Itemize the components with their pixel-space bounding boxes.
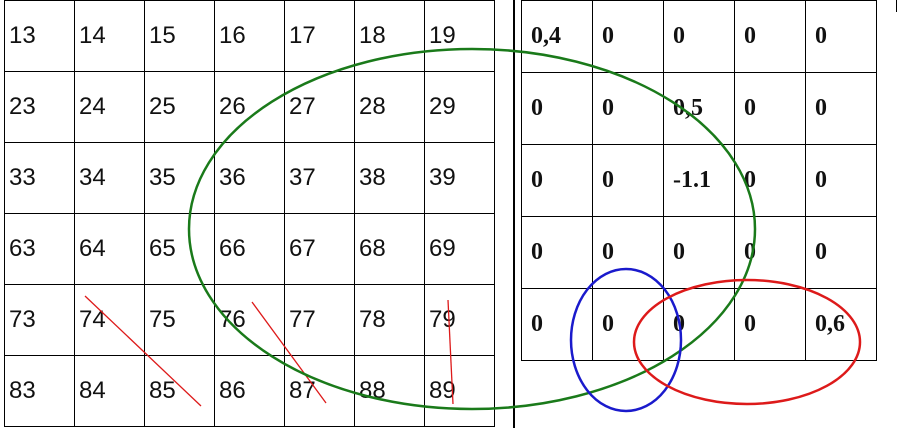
right-table-cell: 0 (734, 72, 806, 145)
right-table-cell: 0 (663, 288, 735, 361)
left-table-cell: 29 (424, 71, 495, 143)
vertical-divider (513, 0, 515, 428)
left-table-cell: 26 (214, 71, 285, 143)
red-ellipse (632, 278, 862, 406)
left-table-cell: 38 (354, 142, 425, 214)
left-table-cell: 73 (4, 284, 75, 356)
right-table-cell: 0,4 (521, 0, 593, 73)
left-table-cell: 85 (144, 355, 215, 427)
left-table-cell: 68 (354, 213, 425, 285)
right-table-cell: 0 (521, 72, 593, 145)
left-table-cell: 77 (284, 284, 355, 356)
left-table-cell: 69 (424, 213, 495, 285)
left-table-cell: 24 (74, 71, 145, 143)
right-table-cell: 0 (592, 0, 664, 73)
right-table-cell: 0 (805, 144, 877, 217)
left-table-cell: 18 (354, 0, 425, 72)
left-table-cell: 84 (74, 355, 145, 427)
right-table-cell: 0 (734, 144, 806, 217)
right-table-cell: 0 (592, 144, 664, 217)
left-table-cell: 89 (424, 355, 495, 427)
right-table-cell: 0 (521, 144, 593, 217)
left-table-cell: 66 (214, 213, 285, 285)
left-table-cell: 87 (284, 355, 355, 427)
left-table-cell: 25 (144, 71, 215, 143)
left-table-cell: 15 (144, 0, 215, 72)
right-table-cell: 0 (592, 72, 664, 145)
right-table-cell: 0 (663, 216, 735, 289)
left-table-cell: 64 (74, 213, 145, 285)
left-table-cell: 67 (284, 213, 355, 285)
right-table-cell: 0 (734, 0, 806, 73)
left-table-cell: 76 (214, 284, 285, 356)
left-table-cell: 88 (354, 355, 425, 427)
right-table-cell: 0 (805, 0, 877, 73)
left-table-cell: 34 (74, 142, 145, 214)
red-stroke-2 (251, 301, 327, 404)
red-stroke-1 (84, 295, 202, 407)
left-table-cell: 78 (354, 284, 425, 356)
left-table-cell: 14 (74, 0, 145, 72)
right-table-cell: 0 (734, 288, 806, 361)
left-table-cell: 39 (424, 142, 495, 214)
left-table-cell: 27 (284, 71, 355, 143)
left-table-cell: 13 (4, 0, 75, 72)
blue-ellipse (569, 267, 683, 413)
right-table-cell: 0,6 (805, 288, 877, 361)
left-table-cell: 28 (354, 71, 425, 143)
left-table-cell: 79 (424, 284, 495, 356)
left-table-cell: 86 (214, 355, 285, 427)
right-table-cell: 0 (521, 216, 593, 289)
red-stroke-3 (447, 299, 454, 405)
right-edge-line (896, 0, 897, 12)
green-ellipse (187, 47, 757, 411)
right-table-cell: 0 (805, 72, 877, 145)
left-table-cell: 23 (4, 71, 75, 143)
left-table-cell: 35 (144, 142, 215, 214)
right-table-cell: 0 (805, 216, 877, 289)
left-table-cell: 36 (214, 142, 285, 214)
